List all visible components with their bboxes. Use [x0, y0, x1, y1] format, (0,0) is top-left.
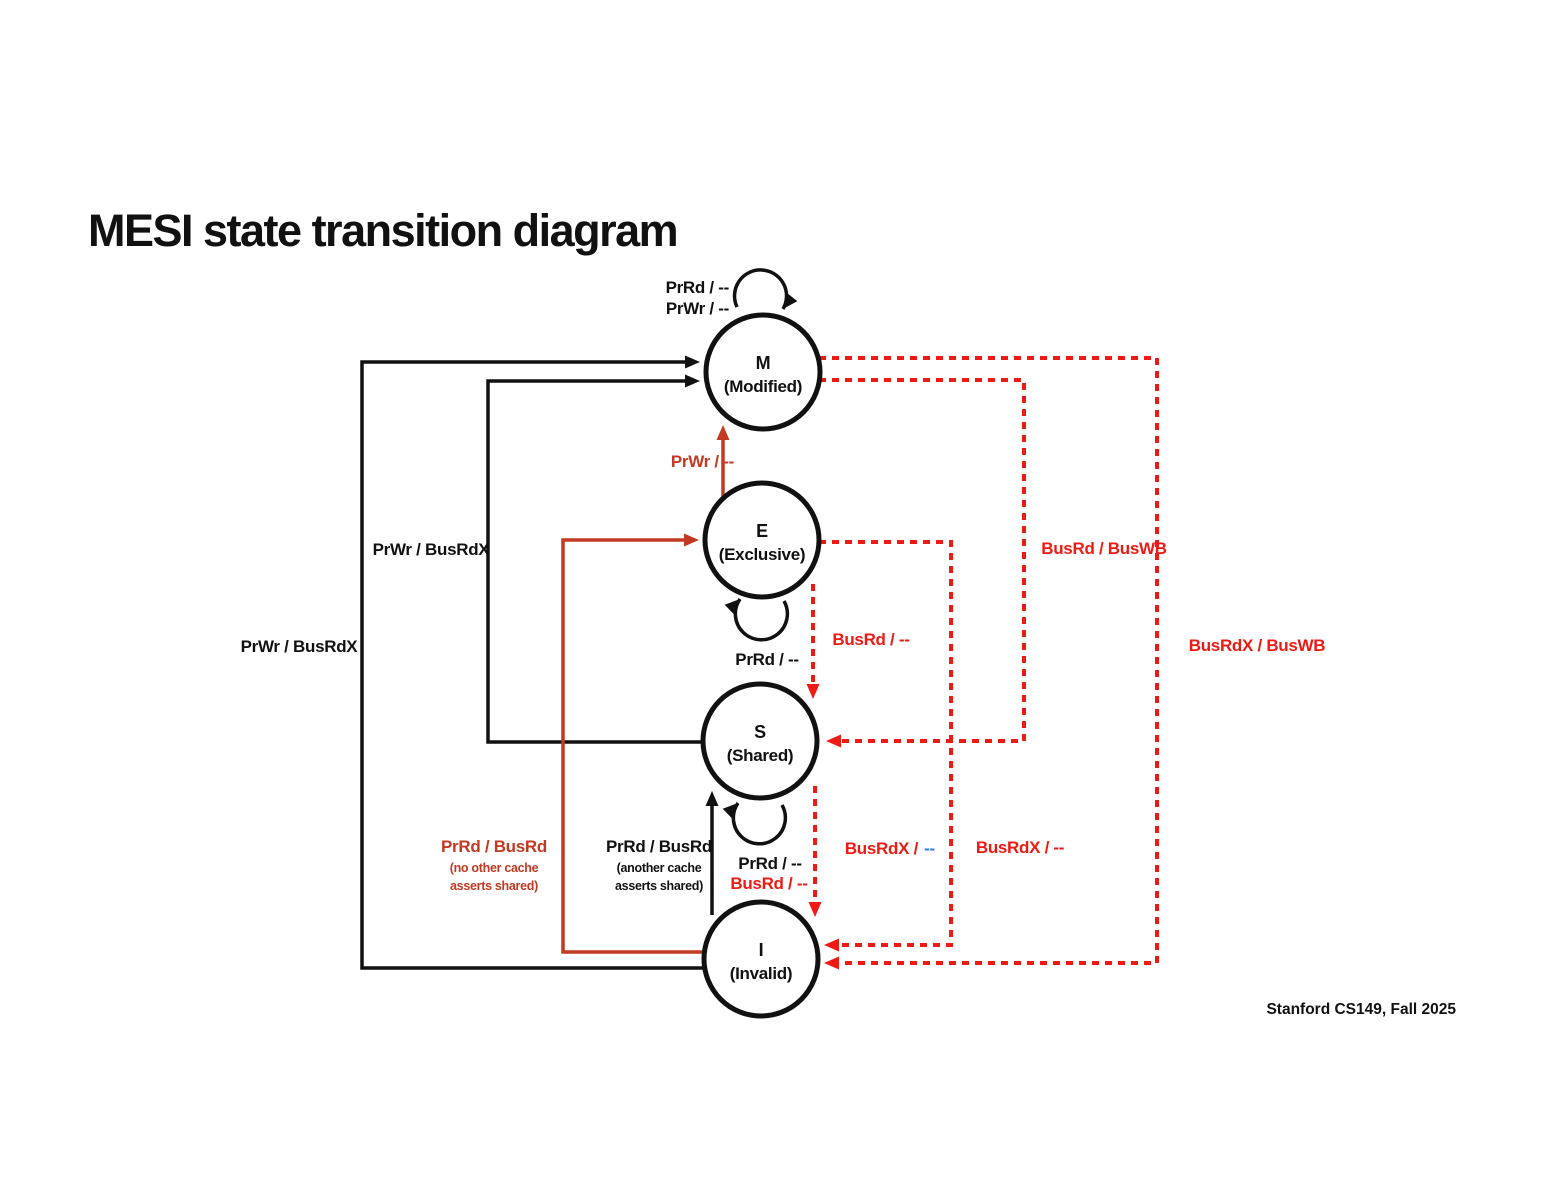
state-node-s: S (Shared): [700, 681, 820, 801]
i-to-e-label: PrRd / BusRd: [441, 837, 547, 856]
e-to-i-line: [819, 540, 953, 947]
s-self-loop-arrowhead: [722, 803, 738, 819]
m-to-i-label: BusRdX / BusWB: [1189, 636, 1326, 655]
s-circle: [700, 681, 820, 801]
m-to-s-arrowhead: [826, 734, 841, 748]
state-node-i: I (Invalid): [701, 899, 821, 1019]
e-to-m-label: PrWr / --: [671, 452, 734, 471]
m-letter: M: [756, 353, 771, 373]
state-node-m: M (Modified): [703, 312, 823, 432]
transition-e-to-m: PrWr / --: [671, 425, 734, 497]
m-to-s-line: [819, 378, 1026, 743]
s-name: (Shared): [727, 746, 794, 765]
i-to-m-label: PrWr / BusRdX: [241, 637, 359, 656]
i-to-e-note-1: (no other cache: [450, 861, 539, 875]
transition-i-to-m: PrWr / BusRdX: [241, 355, 704, 970]
m-to-i-line: [819, 356, 1159, 965]
s-to-i-label-action: --: [924, 839, 935, 858]
self-loop-m: PrRd / -- PrWr / --: [666, 268, 798, 318]
transition-m-to-i: BusRdX / BusWB: [819, 356, 1326, 970]
i-to-m-arrowhead: [685, 355, 700, 369]
s-to-i-arrowhead: [808, 902, 822, 917]
s-to-m-arrowhead: [685, 374, 700, 388]
m-circle: [703, 312, 823, 432]
transition-m-to-s: BusRd / BusWB: [819, 378, 1167, 748]
e-circle: [702, 480, 822, 600]
slide-footer: Stanford CS149, Fall 2025: [1266, 1001, 1456, 1018]
transition-e-to-i: BusRdX / --: [819, 540, 1064, 952]
s-self-loop-label-1: PrRd / --: [738, 854, 801, 873]
i-to-e-note-2: asserts shared): [450, 879, 538, 893]
m-self-loop-label-1: PrRd / --: [666, 278, 729, 297]
m-name: (Modified): [724, 377, 802, 396]
e-letter: E: [756, 521, 768, 541]
slide-title: MESI state transition diagram: [88, 205, 679, 256]
i-to-e-arrowhead: [684, 533, 699, 547]
e-to-m-arrowhead: [716, 425, 730, 440]
m-self-loop-arrowhead: [783, 293, 798, 309]
s-self-loop-arc: [731, 802, 788, 846]
i-to-e-line: [561, 538, 704, 954]
m-self-loop-arc: [732, 268, 789, 310]
m-to-i-arrowhead: [824, 956, 839, 970]
m-self-loop-label-2: PrWr / --: [666, 299, 729, 318]
e-self-loop-arc: [733, 598, 790, 642]
s-to-m-label: PrWr / BusRdX: [373, 540, 491, 559]
transition-s-to-m: PrWr / BusRdX: [373, 374, 703, 744]
i-to-s-label: PrRd / BusRd: [606, 837, 712, 856]
self-loop-s: PrRd / -- BusRd / --: [722, 802, 808, 893]
e-to-s-label: BusRd / --: [832, 630, 909, 649]
i-letter: I: [759, 940, 764, 960]
i-to-s-note-2: asserts shared): [615, 879, 703, 893]
i-name: (Invalid): [730, 964, 792, 983]
self-loop-e: PrRd / --: [724, 598, 799, 669]
i-to-m-line: [360, 360, 704, 970]
i-to-s-note-1: (another cache: [617, 861, 702, 875]
transition-s-to-i: BusRdX / --: [808, 786, 935, 917]
transition-i-to-s: PrRd / BusRd (another cache asserts shar…: [606, 791, 719, 915]
e-to-i-label: BusRdX / --: [976, 838, 1064, 857]
e-self-loop-label: PrRd / --: [735, 650, 798, 669]
e-to-i-arrowhead: [824, 938, 839, 952]
s-to-i-label-event: BusRdX /: [845, 839, 919, 858]
e-to-s-arrowhead: [806, 684, 820, 699]
transition-i-to-e: PrRd / BusRd (no other cache asserts sha…: [441, 533, 704, 954]
e-name: (Exclusive): [719, 545, 805, 564]
e-self-loop-arrowhead: [724, 599, 740, 615]
s-letter: S: [754, 722, 766, 742]
m-to-s-label: BusRd / BusWB: [1041, 539, 1167, 558]
i-circle: [701, 899, 821, 1019]
s-to-m-line: [486, 379, 703, 744]
transition-e-to-s: BusRd / --: [806, 584, 910, 699]
s-self-loop-label-2: BusRd / --: [730, 874, 807, 893]
state-node-e: E (Exclusive): [702, 480, 822, 600]
i-to-s-arrowhead: [705, 791, 719, 806]
